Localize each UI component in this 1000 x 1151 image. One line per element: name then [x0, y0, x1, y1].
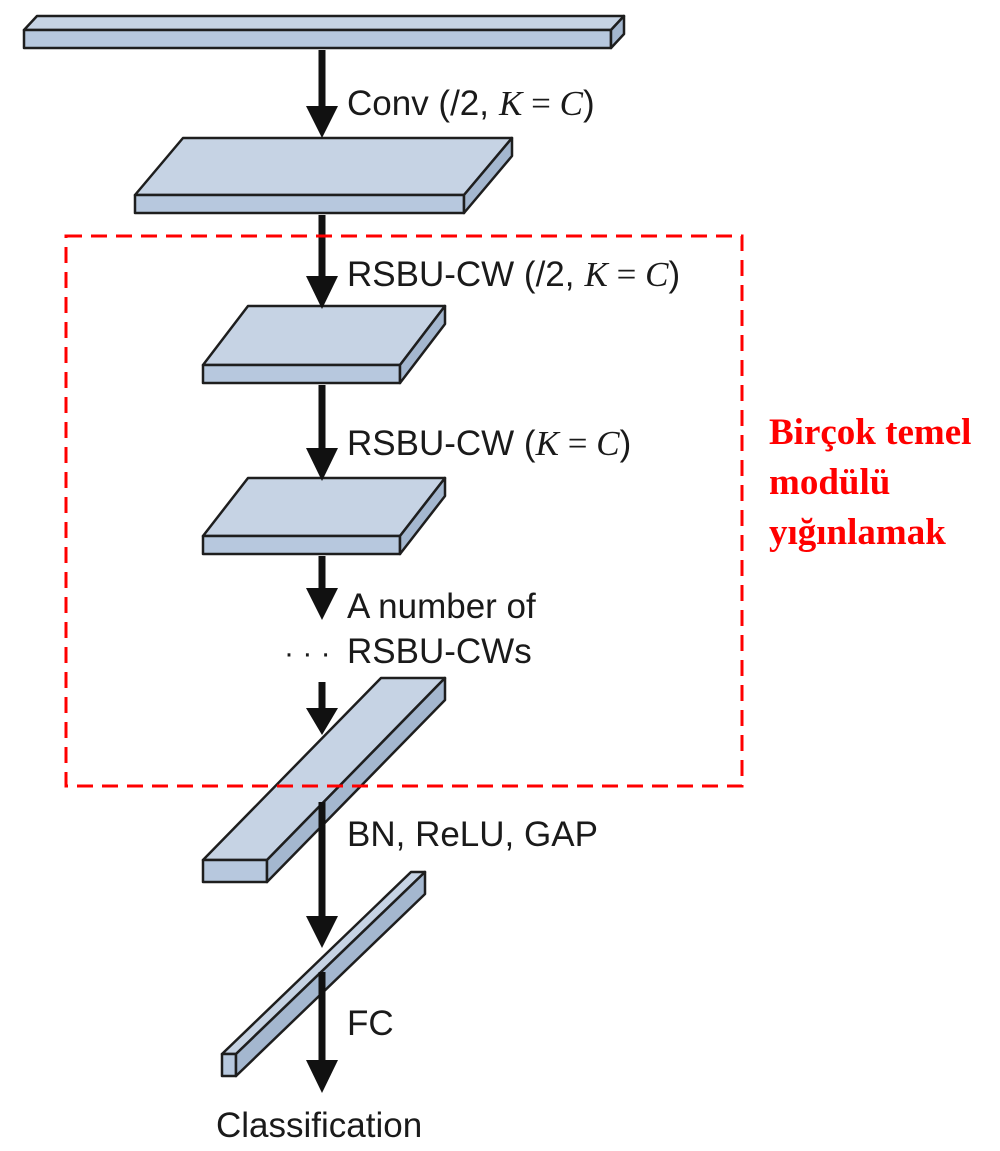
annotation-line-2: modülü: [769, 462, 890, 503]
fc-label: FC: [347, 1004, 394, 1043]
rsbu-cw-block-1: [201, 304, 447, 385]
annotation-line-3: yığınlamak: [769, 512, 946, 553]
fc-output-block: [220, 870, 427, 1078]
arrow-conv: [306, 50, 338, 138]
conv-label: Conv (/2,K = C): [347, 84, 595, 123]
number-of-label-line1: A number of: [347, 587, 536, 626]
annotation-line-1: Birçok temel: [769, 412, 971, 453]
ellipsis-dots: · · ·: [284, 637, 331, 670]
conv-output-block: [133, 136, 514, 215]
feature-vector-block: [201, 676, 447, 884]
rsbu-cw-block-2: [201, 476, 447, 556]
arrow-fc: [306, 972, 338, 1093]
rsbu-cw-downsample-label: RSBU-CW (/2,K = C): [347, 255, 680, 294]
arrow-rsbu-cw-1: [306, 215, 338, 309]
arrow-to-feature-vector: [306, 682, 338, 735]
classification-label: Classification: [216, 1106, 422, 1145]
number-of-label-line2: RSBU-CWs: [347, 632, 532, 671]
input-block: [22, 14, 626, 50]
stacked-modules-dashed-box: [64, 234, 744, 788]
arrow-rsbu-cw-2: [306, 385, 338, 481]
arrow-bn-relu-gap: [306, 802, 338, 948]
arrow-rsbu-cws: [306, 556, 338, 620]
rsbu-cw-label: RSBU-CW (K = C): [347, 424, 631, 463]
bn-relu-gap-label: BN, ReLU, GAP: [347, 815, 598, 854]
